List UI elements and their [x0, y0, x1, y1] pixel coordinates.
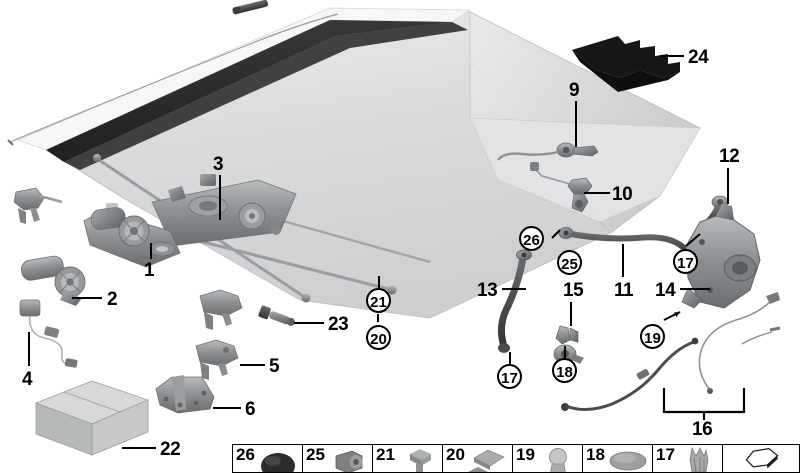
callout-6: 6 [245, 399, 256, 420]
parts-legend-strip: 26 25 21 20 [232, 444, 800, 473]
callout-2-leader [72, 297, 102, 299]
callout-9-leader [575, 101, 577, 147]
callout-14: 14 [655, 280, 676, 301]
legend-cell-19[interactable]: 19 [512, 444, 582, 473]
callout-10-leader [584, 192, 610, 194]
dome-seal-icon [261, 453, 295, 472]
callout-18: 18 [552, 358, 577, 383]
legend-cell-20[interactable]: 20 [442, 444, 512, 473]
part-4-sensor-cable [19, 299, 78, 368]
callout-10: 10 [612, 184, 633, 205]
grommet-icon [335, 450, 363, 472]
legend-number-17: 17 [656, 445, 675, 464]
callout-25: 25 [557, 250, 582, 275]
hook-latch-mid [199, 289, 243, 330]
hook-latch-left [13, 187, 63, 224]
callout-20: 20 [366, 325, 391, 350]
legend-cell-21[interactable]: 21 [372, 444, 442, 473]
callout-4: 4 [22, 369, 33, 390]
arrow-wedge-icon [745, 447, 779, 469]
part-5-hook [195, 339, 239, 380]
legend-number-20: 20 [446, 445, 465, 464]
legend-cell-18[interactable]: 18 [582, 444, 652, 473]
ball-stud-icon [549, 448, 567, 472]
square-plug-icon [410, 449, 431, 472]
callout-26: 26 [519, 226, 544, 251]
callout-21: 21 [366, 288, 391, 313]
part-14-latch-housing [681, 204, 761, 309]
legend-number-25: 25 [306, 445, 325, 464]
legend-cell-arrow[interactable] [722, 444, 800, 473]
callout-15-leader [570, 302, 572, 326]
flat-pad-icon [468, 449, 505, 472]
callout-23-leader [294, 322, 324, 324]
callout-11: 11 [614, 280, 634, 301]
callout-16: 16 [692, 419, 713, 440]
callout-24-leader [660, 55, 684, 57]
part-2-motor [21, 255, 86, 306]
callout-5-leader [240, 364, 265, 366]
legend-number-19: 19 [516, 445, 535, 464]
callout-11-leader [622, 244, 624, 277]
callout-19: 19 [640, 324, 665, 349]
callout-4-leader [28, 332, 30, 366]
legend-cell-17[interactable]: 17 [652, 444, 722, 473]
callout-14-leader [680, 288, 710, 290]
part-3-lock-rail [151, 174, 297, 247]
callout-17-upper: 17 [673, 249, 698, 274]
part-6-bracket [155, 375, 215, 414]
callout-3-leader [219, 175, 221, 220]
callout-3: 3 [213, 154, 224, 175]
callout-15: 15 [563, 280, 584, 301]
callout-13-leader [502, 288, 526, 290]
legend-number-26: 26 [236, 445, 255, 464]
legend-cell-26[interactable]: 26 [232, 444, 302, 473]
oval-cap-icon [609, 451, 647, 471]
callout-1-leader [150, 243, 152, 259]
callout-13: 13 [477, 280, 498, 301]
callout-9: 9 [569, 80, 580, 101]
star-clip-icon [689, 446, 709, 472]
part-16-bowden-cables [561, 292, 781, 420]
part-13-curved-rod [497, 249, 532, 353]
part-23-bolt [258, 305, 295, 326]
callout-17-lower: 17 [497, 364, 522, 389]
legend-cell-25[interactable]: 25 [302, 444, 372, 473]
part-9-roof-latch [497, 142, 599, 161]
callout-17-lower-leader [509, 352, 511, 364]
part-1-drive-unit [83, 203, 181, 268]
legend-number-21: 21 [376, 445, 395, 464]
callout-22: 22 [160, 439, 181, 460]
callout-6-leader [213, 407, 241, 409]
callout-5: 5 [269, 356, 280, 377]
callout-22-leader [122, 447, 156, 449]
callout-12-leader [727, 168, 729, 204]
part-22-box [34, 380, 150, 456]
callout-18-leader [564, 346, 566, 358]
legend-number-18: 18 [586, 445, 605, 464]
callout-2: 2 [107, 289, 118, 310]
callout-21-leader [378, 276, 380, 288]
callout-12: 12 [719, 146, 740, 167]
callout-23: 23 [328, 314, 349, 335]
callout-1: 1 [144, 260, 155, 281]
part-24-insulation-mat [572, 36, 680, 92]
callout-24: 24 [688, 47, 709, 68]
part-10-roof-catch [530, 162, 593, 213]
